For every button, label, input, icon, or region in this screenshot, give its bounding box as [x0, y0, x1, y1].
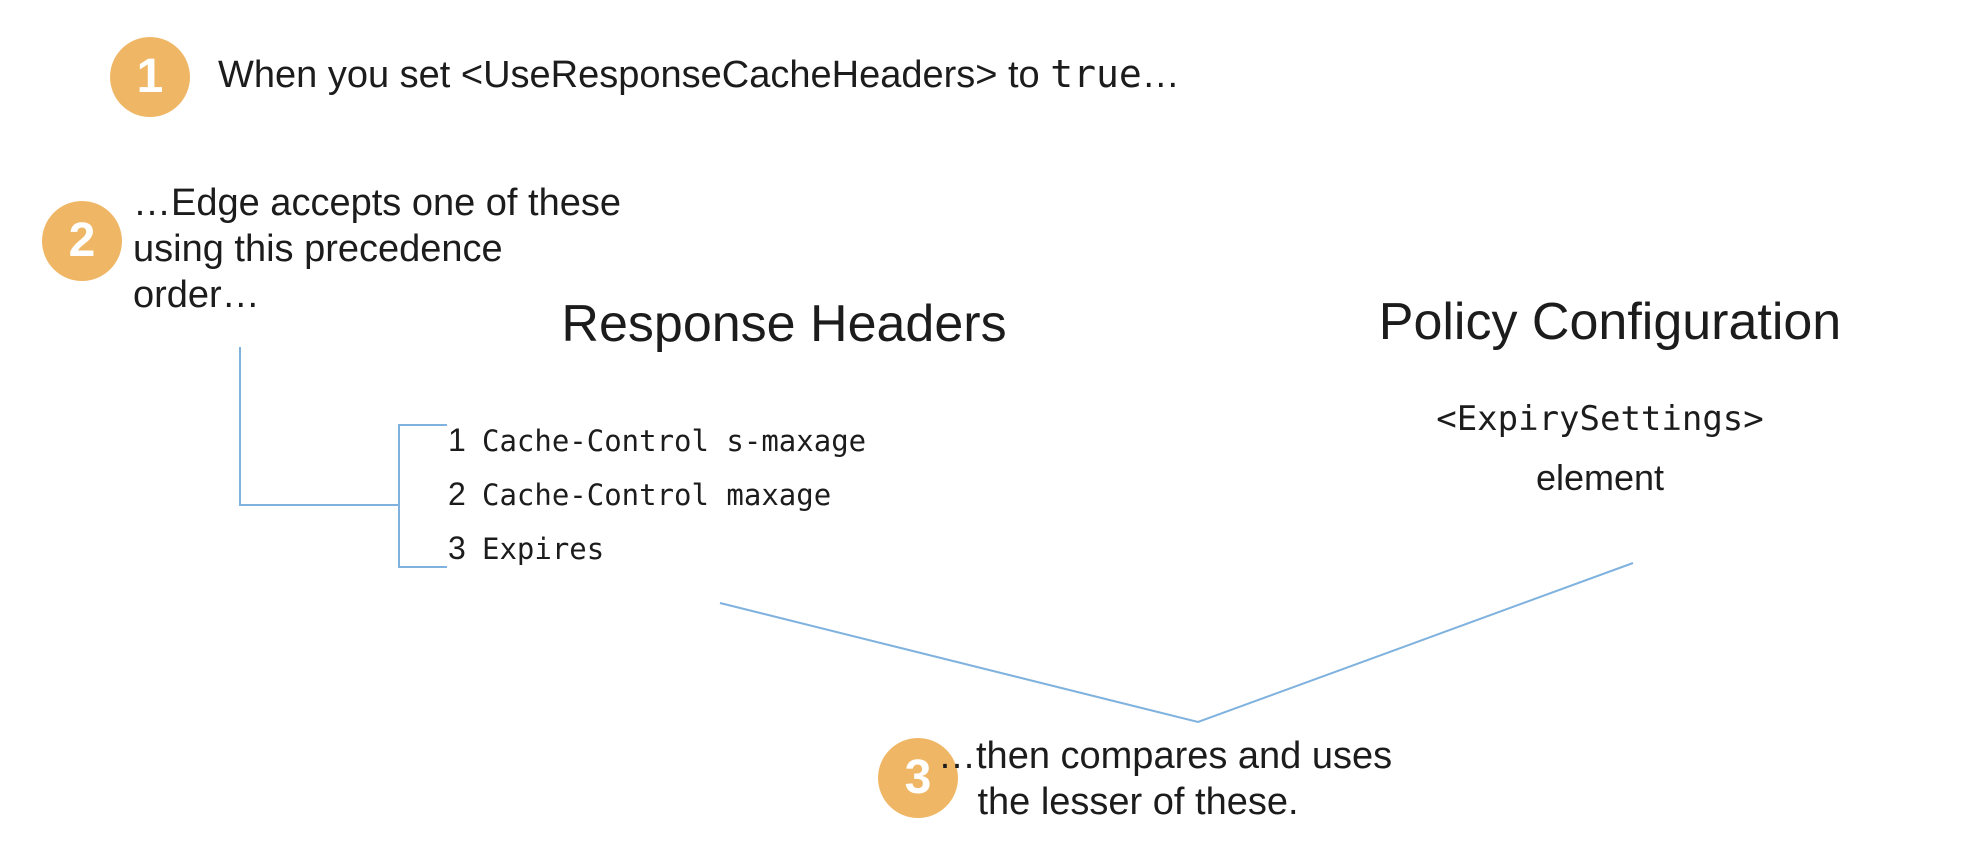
compare-v-line — [719, 562, 1634, 724]
step-2-badge: 2 — [42, 201, 122, 281]
precedence-bracket — [398, 424, 447, 568]
step-3-badge: 3 — [878, 738, 958, 818]
response-header-item-3-rank: 3 — [448, 530, 466, 566]
response-header-item-3-name: Expires — [482, 532, 605, 566]
step-2-line-3: order… — [133, 274, 260, 316]
expiry-settings-element-code: <ExpirySettings> — [1436, 399, 1764, 439]
step-2-badge-number: 2 — [68, 214, 96, 267]
step-1-text-suffix: … — [1141, 54, 1180, 96]
step-3-line-2: the lesser of these. — [977, 781, 1299, 823]
response-header-item-1: 1 Cache-Control s-maxage — [448, 424, 866, 456]
step-2-line-1: …Edge accepts one of these — [133, 182, 621, 224]
step-2-text: …Edge accepts one of these using this pr… — [133, 180, 621, 318]
step-3-text: …then compares and uses the lesser of th… — [938, 733, 1393, 825]
step-1-text: When you set <UseResponseCacheHeaders> t… — [218, 51, 1180, 98]
policy-configuration-block: <ExpirySettings> element — [1350, 399, 1850, 499]
step-1-text-prefix: When you set <UseResponseCacheHeaders> t… — [218, 54, 1051, 96]
response-header-item-2-name: Cache-Control maxage — [482, 478, 832, 512]
step-1-badge: 1 — [110, 37, 190, 117]
response-header-item-2: 2 Cache-Control maxage — [448, 478, 831, 510]
step-3-line-1: …then compares and uses — [938, 735, 1393, 777]
expiry-settings-element-label: element — [1535, 456, 1665, 498]
step-1-code-true: true — [1050, 52, 1142, 96]
response-header-item-1-rank: 1 — [448, 422, 466, 458]
step-2-line-2: using this precedence — [133, 228, 503, 270]
step-1-badge-number: 1 — [136, 50, 164, 103]
response-header-item-1-name: Cache-Control s-maxage — [482, 424, 867, 458]
response-header-item-2-rank: 2 — [448, 476, 466, 512]
response-headers-heading: Response Headers — [561, 295, 1007, 353]
response-header-item-3: 3 Expires — [448, 532, 604, 564]
step-3-badge-number: 3 — [904, 751, 932, 804]
policy-configuration-heading: Policy Configuration — [1378, 293, 1842, 351]
precedence-connector-line — [239, 347, 399, 506]
